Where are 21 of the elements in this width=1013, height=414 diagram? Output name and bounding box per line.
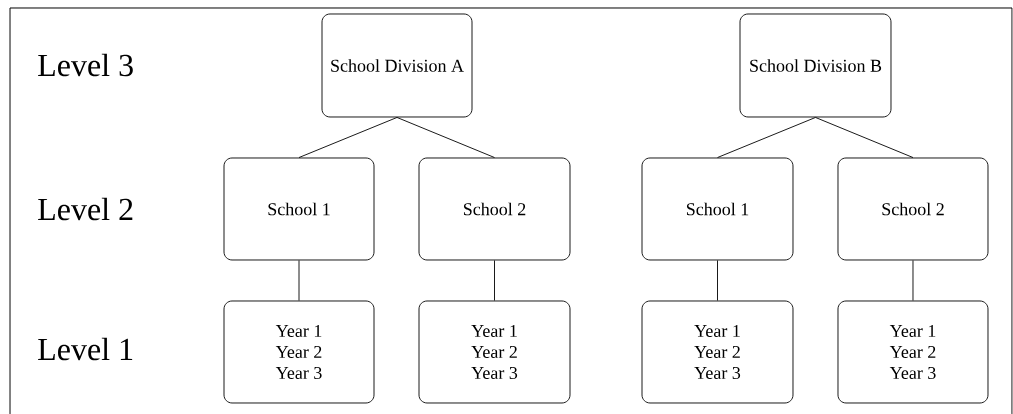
connector xyxy=(912,260,914,301)
box: School 2 xyxy=(418,157,571,261)
level-label: Level 3 xyxy=(38,53,133,77)
connector xyxy=(298,260,300,301)
level-label: Level 2 xyxy=(38,197,133,221)
connector xyxy=(815,117,914,158)
connector xyxy=(298,117,398,158)
connector xyxy=(494,260,495,301)
connector xyxy=(717,260,718,301)
box: School 2 xyxy=(837,157,989,261)
box: School 1 xyxy=(641,157,794,261)
box: Year 1 Year 2 Year 3 xyxy=(418,300,571,404)
box: School Division B xyxy=(739,13,892,118)
box: School 1 xyxy=(223,157,375,261)
box: Year 1 Year 2 Year 3 xyxy=(641,300,794,404)
box: Year 1 Year 2 Year 3 xyxy=(223,300,375,404)
box: School Division A xyxy=(321,13,473,118)
connector xyxy=(396,117,495,158)
box: Year 1 Year 2 Year 3 xyxy=(837,300,989,404)
level-label: Level 1 xyxy=(38,337,133,361)
connector xyxy=(717,117,816,158)
